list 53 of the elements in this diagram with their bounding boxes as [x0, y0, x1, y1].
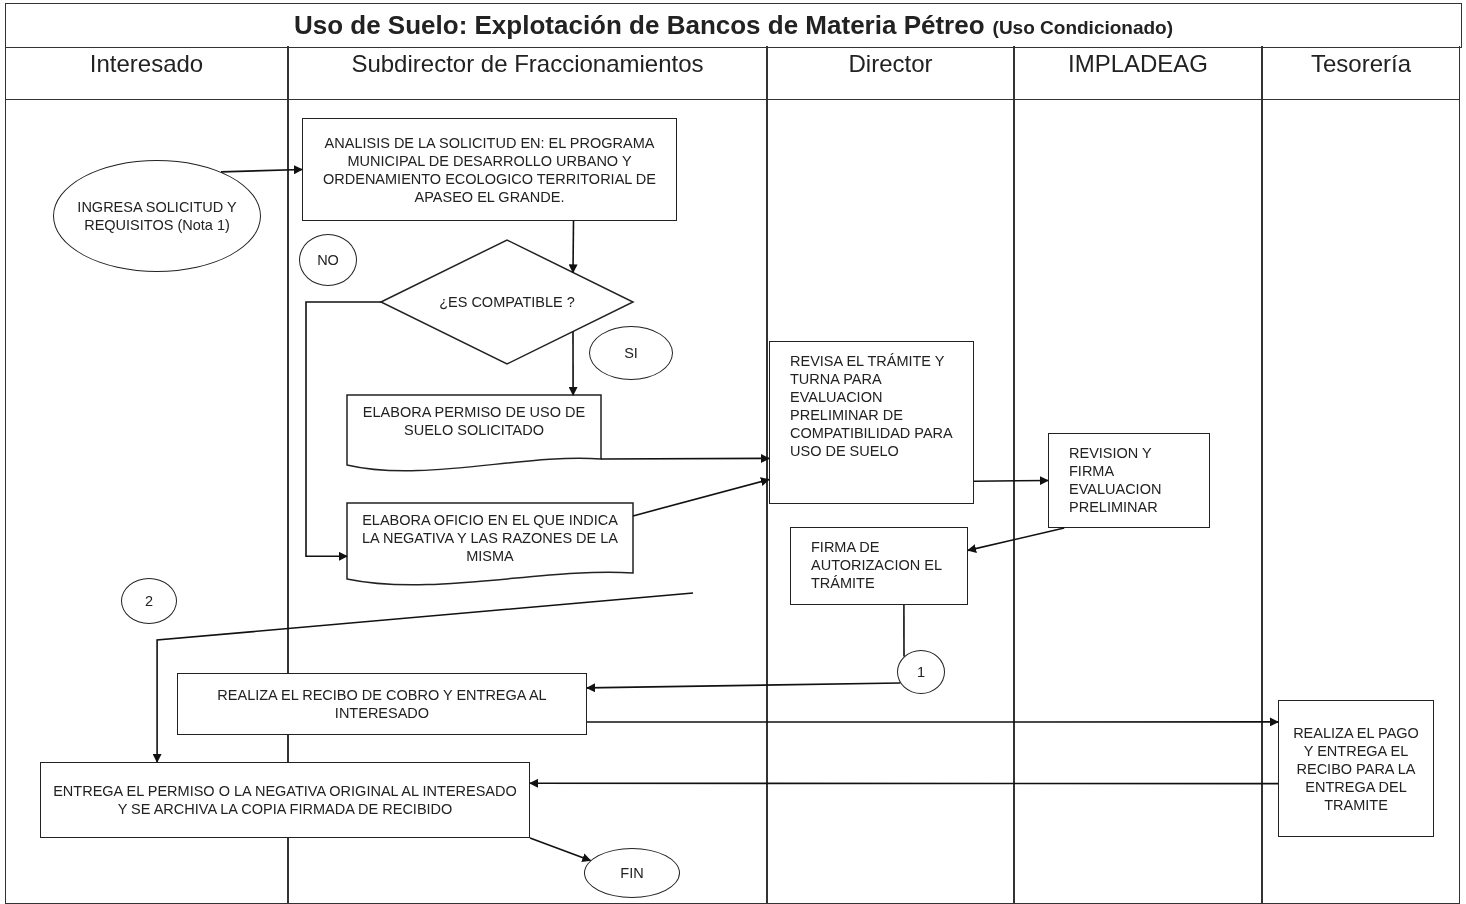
arrow — [967, 527, 1065, 553]
swimlane — [1014, 46, 1262, 904]
arrow — [600, 453, 770, 463]
swimlane — [1262, 46, 1460, 904]
ellipse-node — [299, 234, 357, 286]
process-box — [1278, 700, 1434, 837]
process-box — [769, 341, 974, 504]
connector-line — [903, 604, 905, 658]
diagram-title: Uso de Suelo: Explotación de Bancos de Materia Pétreo — [293, 10, 985, 41]
node-text: NO — [317, 251, 339, 269]
node-text: ELABORA OFICIO EN EL QUE INDICA LA NEGATIVA Y LAS RAZONES DE LA MISMA — [361, 511, 619, 565]
lane-header: Director — [768, 46, 1013, 100]
ellipse-node — [121, 578, 177, 624]
process-box — [40, 762, 530, 838]
node-text: SI — [624, 344, 638, 362]
node-text: REVISA EL TRÁMITE Y TURNA PARA EVALUACION PRELIMINAR DE COMPATIBILIDAD PARA USO DE SUELO — [790, 352, 954, 460]
process-box — [790, 527, 968, 605]
node-text: ¿ES COMPATIBLE ? — [439, 293, 575, 311]
title-note: (Uso Condicionado) — [992, 17, 1174, 39]
lane-header: IMPLADEAG — [1015, 46, 1261, 100]
node-text: 1 — [916, 663, 926, 681]
arrow — [632, 477, 770, 517]
lane-header: Tesorería — [1263, 46, 1459, 100]
document-shape — [347, 395, 601, 475]
process-box — [302, 118, 677, 221]
arrow — [529, 778, 1279, 788]
swimlane — [767, 46, 1014, 904]
arrow — [305, 301, 382, 561]
process-box — [177, 673, 587, 735]
arrow — [586, 682, 901, 693]
node-text: ANALISIS DE LA SOLICITUD EN: EL PROGRAMA MUNICIPAL DE DESARROLLO URBANO Y ORDENAMIENTO ECOLOGICO TERRITORIAL DE APASEO EL GRANDE. — [322, 133, 657, 206]
node-text: REALIZA EL PAGO Y ENTREGA EL RECIBO PARA LA ENTREGA DEL TRAMITE — [1292, 723, 1420, 814]
node-text: INGRESA SOLICITUD Y REQUISITOS (Nota 1) — [76, 198, 238, 234]
arrow — [529, 837, 592, 862]
ellipse-node — [897, 650, 945, 694]
node-text: FIN — [620, 864, 644, 882]
lane-header: Interesado — [6, 46, 287, 100]
arrow — [220, 165, 303, 175]
node-text: 2 — [144, 592, 154, 610]
arrow — [568, 220, 578, 274]
node-text: ELABORA PERMISO DE USO DE SUELO SOLICITADO — [361, 403, 587, 439]
node-text: FIRMA DE AUTORIZACION EL TRÁMITE — [811, 538, 943, 592]
arrow — [586, 717, 1279, 727]
ellipse-node — [584, 848, 680, 898]
process-box — [1048, 433, 1210, 528]
lane-header: Subdirector de Fraccionamientos — [289, 46, 766, 100]
node-text: REALIZA EL RECIBO DE COBRO Y ENTREGA AL INTERESADO — [216, 686, 548, 722]
document-shape — [347, 503, 633, 589]
node-text: REVISION Y FIRMA EVALUACION PRELIMINAR — [1069, 444, 1163, 516]
node-text: ENTREGA EL PERMISO O LA NEGATIVA ORIGINAL AL INTERESADO Y SE ARCHIVA LA COPIA FIRMADA DE RECIBIDO — [52, 782, 518, 818]
arrow — [973, 476, 1049, 486]
arrow — [152, 592, 694, 763]
arrow — [568, 330, 578, 396]
